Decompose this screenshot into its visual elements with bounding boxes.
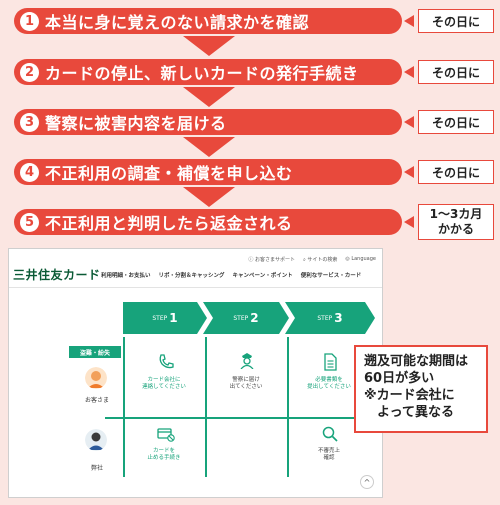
step-label: 不正利用の調査・補償を申し込む — [45, 164, 293, 183]
step-1-banner: 1 本当に身に覚えのない請求かを確認 — [14, 8, 402, 34]
card-stop-icon — [157, 428, 175, 442]
company-label: 弊社 — [90, 465, 103, 472]
nav-item-campaign[interactable]: キャンペーン・ポイント — [232, 273, 293, 279]
left-arrow-icon — [404, 216, 414, 228]
flow-line — [287, 337, 289, 477]
flow-line — [105, 417, 382, 419]
language-link[interactable]: ◎ Language — [345, 256, 376, 262]
main-nav: 利用明細・お支払い リボ・分割＆キャッシング キャンペーン・ポイント 便利なサー… — [101, 271, 361, 279]
utility-links: ⓘ お客さまサポート ⌕ サイトの検索 ◎ Language — [248, 256, 376, 263]
site-logo[interactable]: 三井住友カード — [13, 268, 101, 282]
step-label: カードの停止、新しいカードの発行手続き — [45, 64, 359, 83]
nav-item-services[interactable]: 便利なサービス・カード — [300, 273, 362, 279]
step-label: 警察に被害内容を届ける — [45, 114, 227, 133]
header-divider — [9, 287, 382, 288]
step-number: 3 — [20, 112, 39, 132]
down-arrow-icon — [183, 187, 235, 207]
police-officer-icon — [240, 353, 254, 369]
submit-documents-text[interactable]: 必要書類を 提出してください — [307, 377, 351, 390]
retroactive-period-note: 遡及可能な期間は 60日が多い ※カード会社に よって異なる — [354, 345, 488, 433]
step-number: 2 — [20, 62, 39, 82]
flow-line — [205, 337, 207, 477]
customer-avatar-icon — [85, 367, 107, 389]
left-arrow-icon — [404, 116, 414, 128]
timing-box: その日に — [418, 9, 494, 33]
step-number: 1 — [20, 11, 39, 31]
customer-label: お客さま — [84, 397, 109, 404]
step-2-banner: 2 カードの停止、新しいカードの発行手続き — [14, 59, 402, 85]
document-icon — [324, 353, 337, 371]
theft-loss-tag: 盗難・紛失 — [69, 346, 121, 358]
support-link[interactable]: ⓘ お客さまサポート — [248, 257, 295, 263]
phone-icon — [159, 354, 174, 369]
left-arrow-icon — [404, 166, 414, 178]
search-icon — [322, 426, 338, 442]
card-stop-text[interactable]: カードを 止める手続き — [147, 448, 181, 461]
timing-box: その日に — [418, 160, 494, 184]
operator-avatar-icon — [85, 429, 107, 451]
down-arrow-icon — [183, 36, 235, 56]
flow-line — [123, 337, 125, 477]
step-label: 本当に身に覚えのない請求かを確認 — [45, 13, 310, 32]
step-5-banner: 5 不正利用と判明したら返金される — [14, 209, 402, 235]
website-screenshot: 三井住友カード ⓘ お客さまサポート ⌕ サイトの検索 ◎ Language 利… — [8, 248, 383, 498]
scroll-to-top-button[interactable]: ^ — [360, 475, 374, 489]
nav-item-statement[interactable]: 利用明細・お支払い — [101, 273, 151, 279]
suspicious-sales-text: 不審売上 確認 — [317, 448, 340, 461]
down-arrow-icon — [183, 87, 235, 107]
left-arrow-icon — [404, 15, 414, 27]
nav-item-revolving[interactable]: リボ・分割＆キャッシング — [158, 273, 225, 279]
step-label: 不正利用と判明したら返金される — [45, 214, 293, 233]
step-number: 4 — [20, 162, 39, 182]
step-4-banner: 4 不正利用の調査・補償を申し込む — [14, 159, 402, 185]
timing-line: 1～3カ月 — [429, 207, 483, 221]
site-search-link[interactable]: ⌕ サイトの検索 — [302, 257, 338, 263]
timing-box: その日に — [418, 60, 494, 84]
timing-line: かかる — [437, 222, 474, 236]
police-report-text: 警察に届け 出てください — [229, 377, 263, 390]
step-3-banner: 3 警察に被害内容を届ける — [14, 109, 402, 135]
left-arrow-icon — [404, 66, 414, 78]
timing-box: その日に — [418, 110, 494, 134]
timing-box: 1～3カ月 かかる — [418, 204, 494, 240]
contact-card-company-text[interactable]: カード会社に 連絡してください — [142, 377, 186, 390]
down-arrow-icon — [183, 137, 235, 157]
step-number: 5 — [20, 212, 39, 232]
